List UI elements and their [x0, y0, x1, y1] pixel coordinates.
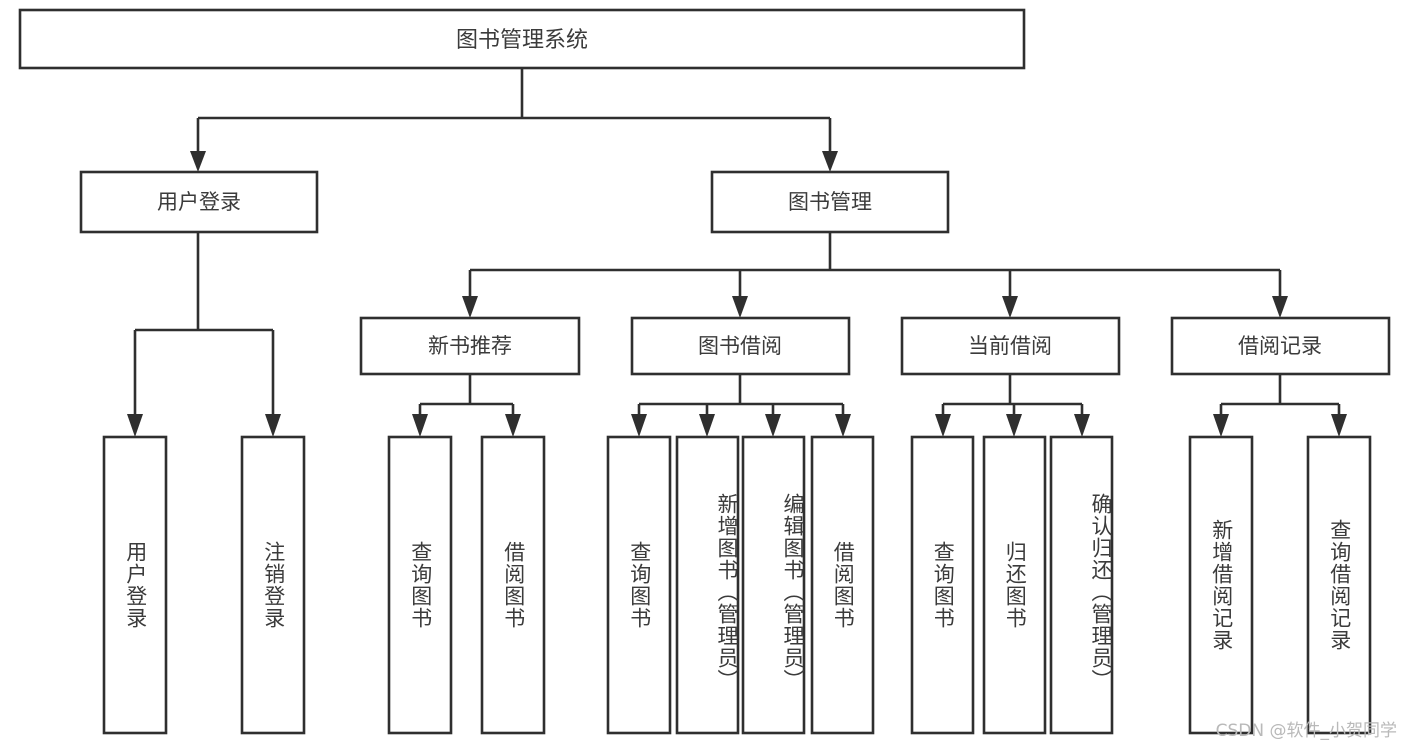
- arrow-leaf-query-record: [1331, 414, 1347, 437]
- arrow-leaf-query-book-rec: [412, 414, 428, 437]
- leaf-box-return-book[interactable]: [982, 435, 1047, 735]
- node-new-book-rec[interactable]: 新书推荐: [359, 316, 581, 376]
- leaf-box-borrow-book-rec[interactable]: [480, 435, 546, 735]
- leaf-box-query-book-rec[interactable]: [387, 435, 453, 735]
- csdn-watermark: CSDN @软件_小贺同学: [1215, 721, 1397, 741]
- node-root[interactable]: 图书管理系统: [18, 8, 1026, 70]
- node-book-borrow[interactable]: 图书借阅: [630, 316, 851, 376]
- root-label: 图书管理系统: [456, 28, 588, 53]
- arrow-leaf-query-book-borrow: [631, 414, 647, 437]
- arrow-to-user-login: [190, 151, 206, 172]
- leaf-box-query-book-cur[interactable]: [910, 435, 975, 735]
- leaf-box-query-record[interactable]: [1306, 435, 1372, 735]
- node-current-borrow[interactable]: 当前借阅: [900, 316, 1121, 376]
- leaf-box-confirm-return[interactable]: [1049, 435, 1114, 735]
- new-book-rec-box[interactable]: [359, 316, 581, 376]
- node-user-login[interactable]: 用户登录: [79, 170, 319, 234]
- arrow-leaf-query-book-cur: [935, 414, 951, 437]
- borrow-record-label: 借阅记录: [1238, 334, 1322, 358]
- leaf-box-user-logout[interactable]: [240, 435, 306, 735]
- arrow-leaf-borrow-book: [835, 414, 851, 437]
- current-borrow-label: 当前借阅: [968, 334, 1052, 358]
- book-manage-label: 图书管理: [788, 190, 872, 214]
- leaf-box-user-login[interactable]: [102, 435, 168, 735]
- new-book-rec-label: 新书推荐: [428, 334, 512, 358]
- arrow-leaf-confirm-return: [1074, 414, 1090, 437]
- arrow-leaf-edit-book: [765, 414, 781, 437]
- arrow-to-current-borrow: [1002, 296, 1018, 318]
- node-book-manage[interactable]: 图书管理: [710, 170, 950, 234]
- connector-layer: [127, 68, 1347, 437]
- arrow-leaf-borrow-book-rec: [505, 414, 521, 437]
- arrow-to-book-borrow: [732, 296, 748, 318]
- arrow-to-new-book-rec: [462, 296, 478, 318]
- book-manage-box[interactable]: [710, 170, 950, 234]
- borrow-record-box[interactable]: [1170, 316, 1391, 376]
- arrow-leaf-add-record: [1213, 414, 1229, 437]
- arrow-to-borrow-record: [1272, 296, 1288, 318]
- user-login-label: 用户登录: [157, 190, 241, 214]
- leaf-box-layer[interactable]: [102, 435, 1372, 735]
- arrow-to-book-manage: [822, 151, 838, 172]
- current-borrow-box[interactable]: [900, 316, 1121, 376]
- root-box[interactable]: [18, 8, 1026, 70]
- leaf-box-edit-book[interactable]: [741, 435, 806, 735]
- leaf-box-add-book[interactable]: [675, 435, 740, 735]
- arrow-leaf-return-book: [1006, 414, 1022, 437]
- leaf-box-borrow-book[interactable]: [810, 435, 875, 735]
- arrow-leaf-user-login: [127, 414, 143, 437]
- arrow-leaf-add-book: [699, 414, 715, 437]
- leaf-box-add-record[interactable]: [1188, 435, 1254, 735]
- arrow-leaf-user-logout: [265, 414, 281, 437]
- node-borrow-record[interactable]: 借阅记录: [1170, 316, 1391, 376]
- book-borrow-label: 图书借阅: [698, 334, 782, 358]
- user-login-box[interactable]: [79, 170, 319, 234]
- book-borrow-box[interactable]: [630, 316, 851, 376]
- leaf-box-query-book-borrow[interactable]: [606, 435, 672, 735]
